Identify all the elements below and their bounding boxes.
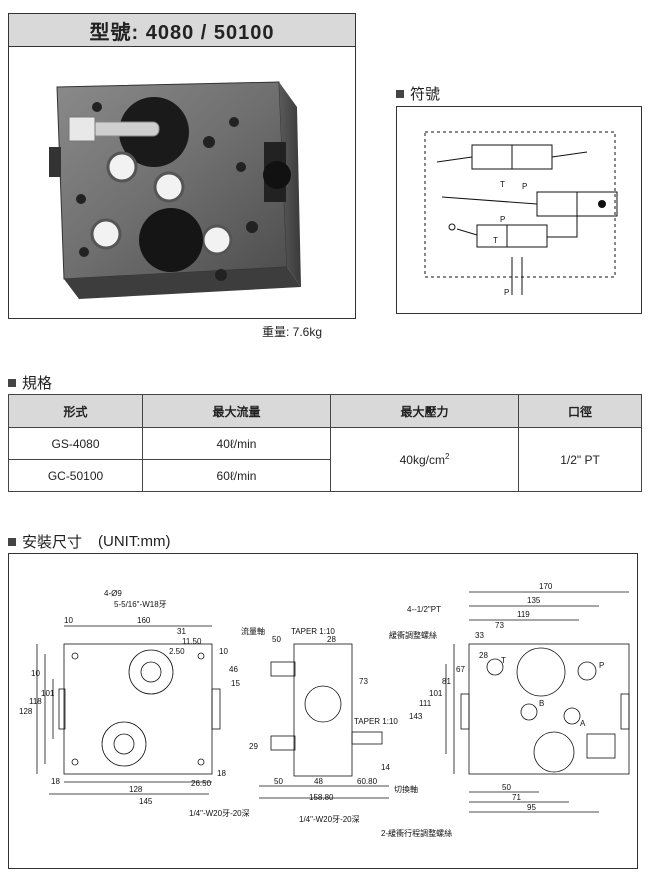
- table-row: GS-4080 40ℓ/min 40kg/cm2 1/2" PT: [8, 427, 642, 492]
- svg-text:18: 18: [51, 777, 60, 786]
- svg-text:2.50: 2.50: [169, 647, 185, 656]
- spec-header-row: 形式 最大流量 最大壓力 口徑: [8, 394, 642, 428]
- model-title: 型號: 4080 / 50100: [89, 21, 275, 44]
- svg-text:160: 160: [137, 616, 151, 625]
- symbol-heading: 符號: [396, 83, 440, 104]
- svg-text:31: 31: [177, 627, 186, 636]
- svg-text:145: 145: [139, 797, 153, 806]
- pressure-cell: 40kg/cm2: [330, 427, 519, 492]
- svg-text:81: 81: [442, 677, 451, 686]
- label-thread: 5-5/16"-W18牙: [114, 600, 167, 609]
- label-cushion-adjust: 緩衝調整螺絲: [389, 630, 437, 640]
- svg-text:111: 111: [419, 699, 432, 708]
- label-taper-top: TAPER 1:10: [291, 627, 335, 636]
- product-photo-frame: [8, 47, 356, 319]
- svg-text:50: 50: [502, 783, 511, 792]
- svg-text:50: 50: [272, 635, 281, 644]
- svg-text:10: 10: [219, 647, 228, 656]
- spec-table: 形式 最大流量 最大壓力 口徑 GS-4080 40ℓ/min 40kg/cm2…: [8, 394, 642, 492]
- symbol-port-p-top: P: [522, 182, 527, 191]
- spec-heading: 規格: [8, 372, 52, 393]
- label-w20-mid: 1/4"-W20牙-20深: [299, 815, 360, 824]
- svg-text:18: 18: [217, 769, 226, 778]
- symbol-port-t-mid: T: [493, 236, 498, 245]
- svg-text:101: 101: [429, 689, 443, 698]
- svg-text:60.80: 60.80: [357, 777, 378, 786]
- label-taper-bottom: TAPER 1:10: [354, 717, 398, 726]
- model-cell: GC-50100: [8, 459, 143, 492]
- model-cell: GS-4080: [8, 427, 143, 460]
- label-pt-ports: 4--1/2"PT: [407, 605, 441, 614]
- product-photo: [49, 81, 301, 299]
- svg-text:50: 50: [274, 777, 283, 786]
- label-stroke-adjust: 2-緩衝行程調整螺絲: [381, 828, 452, 838]
- svg-text:48: 48: [314, 777, 323, 786]
- square-bullet-icon: [396, 89, 404, 98]
- svg-text:170: 170: [539, 582, 553, 591]
- model-title-bar: 型號: 4080 / 50100: [8, 13, 356, 47]
- hydraulic-symbol-frame: P T P T P: [396, 106, 642, 314]
- svg-text:67: 67: [456, 665, 465, 674]
- svg-text:26.50: 26.50: [191, 779, 212, 788]
- port-b-label: B: [539, 699, 544, 708]
- col-model: 形式: [8, 394, 143, 428]
- square-bullet-icon: [8, 378, 16, 387]
- dimension-drawing-frame: 4-Ø9 5-5/16"-W18牙 10 160 31 11.50 10 2.5…: [8, 553, 638, 869]
- svg-text:128: 128: [19, 707, 33, 716]
- square-bullet-icon: [8, 537, 16, 546]
- dimension-drawing: 4-Ø9 5-5/16"-W18牙 10 160 31 11.50 10 2.5…: [19, 582, 630, 838]
- svg-text:10: 10: [31, 669, 40, 678]
- table-row: GC-50100 60ℓ/min: [8, 459, 642, 492]
- svg-text:46: 46: [229, 665, 238, 674]
- symbol-port-p-mid: P: [500, 215, 505, 224]
- svg-text:11.50: 11.50: [182, 637, 202, 646]
- port-p-label: P: [599, 661, 604, 670]
- symbol-port-t-top: T: [500, 180, 505, 189]
- svg-text:101: 101: [41, 689, 55, 698]
- svg-text:73: 73: [359, 677, 368, 686]
- port-a-label: A: [580, 719, 586, 728]
- svg-text:95: 95: [527, 803, 536, 812]
- svg-text:73: 73: [495, 621, 504, 630]
- symbol-port-p-bottom: P: [504, 288, 509, 297]
- weight-label: 重量: 7.6kg: [262, 325, 323, 339]
- col-port-size: 口徑: [518, 394, 642, 428]
- port-t-label: T: [501, 656, 506, 665]
- svg-text:128: 128: [129, 785, 143, 794]
- svg-text:143: 143: [409, 712, 423, 721]
- flow-cell: 60ℓ/min: [142, 459, 331, 492]
- svg-text:14: 14: [381, 763, 390, 772]
- label-w20-left: 1/4"-W20牙-20深: [189, 809, 250, 818]
- label-holes: 4-Ø9: [104, 589, 122, 598]
- svg-text:118: 118: [29, 697, 42, 706]
- install-heading: 安裝尺寸 (UNIT:mm): [8, 531, 171, 552]
- svg-text:71: 71: [512, 793, 521, 802]
- svg-text:15: 15: [231, 679, 240, 688]
- flow-cell: 40ℓ/min: [142, 427, 331, 460]
- svg-text:119: 119: [517, 610, 530, 619]
- col-max-pressure: 最大壓力: [330, 394, 519, 428]
- svg-text:33: 33: [475, 631, 484, 640]
- svg-text:28: 28: [479, 651, 488, 660]
- label-switch-shaft: 切換軸: [394, 784, 418, 794]
- hydraulic-symbol: P T P T P: [424, 131, 618, 297]
- svg-text:29: 29: [249, 742, 258, 751]
- svg-text:158.80: 158.80: [309, 793, 334, 802]
- col-max-flow: 最大流量: [142, 394, 331, 428]
- svg-text:10: 10: [64, 616, 73, 625]
- label-flow-shaft: 流量軸: [241, 626, 265, 636]
- port-cell: 1/2" PT: [518, 427, 642, 492]
- svg-text:135: 135: [527, 596, 541, 605]
- svg-text:28: 28: [327, 635, 336, 644]
